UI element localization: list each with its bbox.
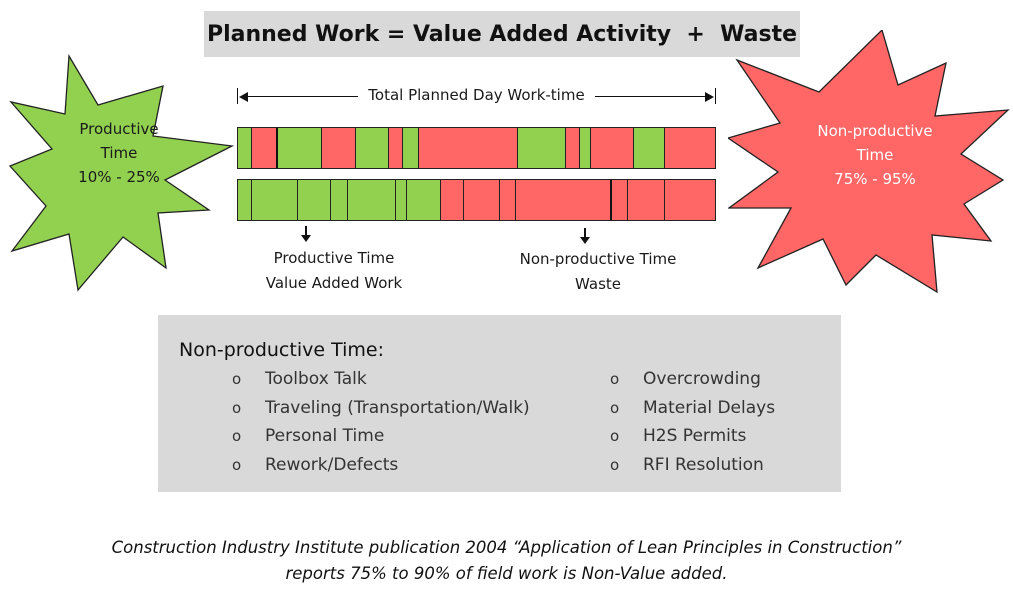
total-planned-label-wrap: Total Planned Day Work-time xyxy=(237,86,716,104)
productive-star-line-1: Productive xyxy=(79,120,159,138)
work-time-bar-2 xyxy=(237,179,716,221)
nonproductive-time-segment xyxy=(441,180,464,220)
list-item-label: Traveling (Transportation/Walk) xyxy=(265,397,530,418)
productive-time-segment xyxy=(238,180,252,220)
nonproductive-time-segment xyxy=(612,180,628,220)
work-time-bar-1 xyxy=(237,127,716,169)
productive-caption-line-2: Value Added Work xyxy=(265,274,403,292)
list-item: o Overcrowding xyxy=(610,365,775,394)
productive-time-segment xyxy=(356,128,389,168)
nonproductive-time-segment xyxy=(566,128,580,168)
productive-time-segment xyxy=(278,128,322,168)
list-item: o H2S Permits xyxy=(610,422,775,451)
productive-caption-line-1: Productive Time xyxy=(273,249,395,267)
bullet-icon: o xyxy=(610,427,620,445)
list-item-label: Material Delays xyxy=(643,397,776,418)
arrow-left-icon xyxy=(239,92,248,102)
source-quote-line-1: Construction Industry Institute publicat… xyxy=(111,538,902,557)
nonproductive-caption: Non-productive Time Waste xyxy=(488,247,708,297)
productive-time-segment xyxy=(252,180,298,220)
list-item: o RFI Resolution xyxy=(610,451,775,480)
total-planned-label: Total Planned Day Work-time xyxy=(358,86,595,104)
list-item-label: H2S Permits xyxy=(643,426,747,446)
timeline-left-tick xyxy=(237,88,238,104)
productive-time-segment xyxy=(407,180,441,220)
productive-time-burst: Productive Time 10% - 25% xyxy=(8,54,234,292)
productive-star-line-2: Time xyxy=(100,144,138,162)
nonproductive-time-segment xyxy=(628,180,665,220)
productive-time-segment xyxy=(580,128,591,168)
timeline-right-tick xyxy=(715,88,716,104)
nonproductive-time-segment xyxy=(591,128,634,168)
list-item-label: Toolbox Talk xyxy=(265,369,367,389)
nonproductive-time-segment xyxy=(464,180,500,220)
bullet-icon: o xyxy=(232,398,242,417)
nonproductive-caption-line-2: Waste xyxy=(575,275,621,293)
productive-time-segment xyxy=(396,180,407,220)
productive-time-segment xyxy=(348,180,396,220)
source-quote: Construction Industry Institute publicat… xyxy=(20,535,993,587)
bullet-icon: o xyxy=(610,455,620,474)
productive-time-segment xyxy=(634,128,665,168)
productive-time-segment xyxy=(238,128,252,168)
nonproductive-time-segment xyxy=(665,180,715,220)
nonproductive-star-line-3: 75% - 95% xyxy=(834,170,916,188)
productive-time-segment xyxy=(403,128,419,168)
list-item-label: Personal Time xyxy=(265,426,385,446)
nonproductive-star-line-1: Non-productive xyxy=(817,122,933,140)
productive-burst-shape xyxy=(8,54,234,292)
bullet-icon: o xyxy=(610,398,620,417)
list-item: o Traveling (Transportation/Walk) xyxy=(232,394,530,423)
source-quote-line-2: reports 75% to 90% of field work is Non-… xyxy=(285,564,728,583)
productive-time-segment xyxy=(331,180,348,220)
list-item-label: Overcrowding xyxy=(643,369,761,389)
nonproductive-time-segment xyxy=(322,128,356,168)
productive-caption: Productive Time Value Added Work xyxy=(234,246,434,296)
list-item: o Material Delays xyxy=(610,394,775,423)
bullet-icon: o xyxy=(232,455,242,474)
nonproductive-time-burst: Non-productive Time 75% - 95% xyxy=(728,30,1012,294)
nonproductive-time-segment xyxy=(389,128,403,168)
list-item: o Toolbox Talk xyxy=(232,365,530,394)
list-item: o Rework/Defects xyxy=(232,451,530,480)
nonproductive-caption-line-1: Non-productive Time xyxy=(519,250,677,268)
list-item-label: RFI Resolution xyxy=(643,454,764,475)
diagram-title: Planned Work = Value Added Activity + Wa… xyxy=(204,11,800,57)
list-item-label: Rework/Defects xyxy=(265,454,399,475)
nonproductive-star-line-2: Time xyxy=(856,146,894,164)
bullet-icon: o xyxy=(232,427,242,445)
nonproductive-time-segment xyxy=(516,180,612,220)
nonproductive-time-segment xyxy=(252,128,278,168)
productive-time-segment xyxy=(518,128,566,168)
arrow-right-icon xyxy=(705,92,714,102)
bullet-icon: o xyxy=(232,370,242,388)
productive-time-segment xyxy=(298,180,331,220)
nonproductive-list-title: Non-productive Time: xyxy=(179,339,384,361)
nonproductive-burst-shape xyxy=(728,30,1010,294)
nonproductive-time-segment xyxy=(665,128,715,168)
bullet-icon: o xyxy=(610,370,620,388)
nonproductive-time-segment xyxy=(500,180,516,220)
productive-star-line-3: 10% - 25% xyxy=(78,168,160,186)
nonproductive-time-segment xyxy=(419,128,518,168)
list-item: o Personal Time xyxy=(232,422,530,451)
